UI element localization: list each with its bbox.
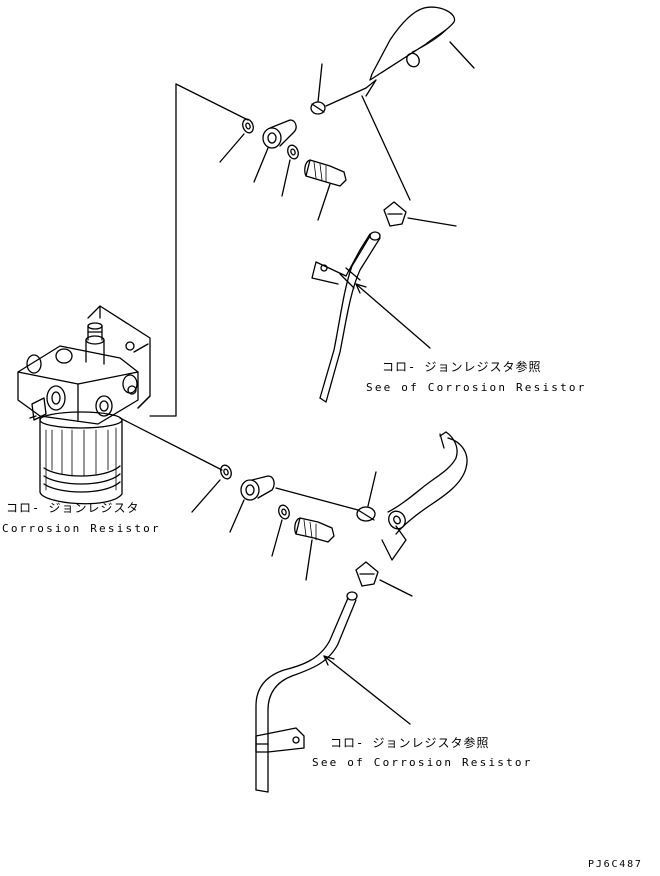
upper-eye-joint-icon [262,127,282,149]
lower-washer-2-icon [278,504,290,520]
upper-ref-label-jp: コロ- ジョンレジスタ参照 [382,360,542,374]
lower-ref-label-jp: コロ- ジョンレジスタ参照 [330,736,490,750]
lower-eye-joint-icon [240,479,260,501]
upper-washer-2-icon [287,144,299,160]
lower-fittings [191,431,468,597]
upper-ref-label-en: See of Corrosion Resistor [366,381,587,394]
upper-bolt-icon [305,159,347,187]
upper-pipe [311,231,431,403]
corrosion-resistor-assembly [17,305,151,505]
upper-nut-icon [383,201,407,227]
drawing-code: PJ6C487 [588,859,643,870]
lower-bolt-icon [295,517,335,543]
lower-hose-icon [387,431,458,513]
assembly-bracket-line [149,83,177,417]
lower-ref-label-en: See of Corrosion Resistor [312,756,533,769]
upper-fittings [219,6,475,227]
lower-leader-line [119,417,223,471]
upper-hose-icon [369,6,456,81]
lower-clamp-icon [356,506,376,522]
lower-washer-1-icon [220,464,232,480]
lower-pipe [255,591,411,793]
upper-washer-1-icon [242,118,254,134]
filter-label-jp: コロ- ジョンレジスタ [6,501,140,515]
filter-label-en: Corrosion Resistor [2,522,161,535]
upper-leader-washer-1 [175,83,249,121]
lower-nut-icon [355,561,379,587]
